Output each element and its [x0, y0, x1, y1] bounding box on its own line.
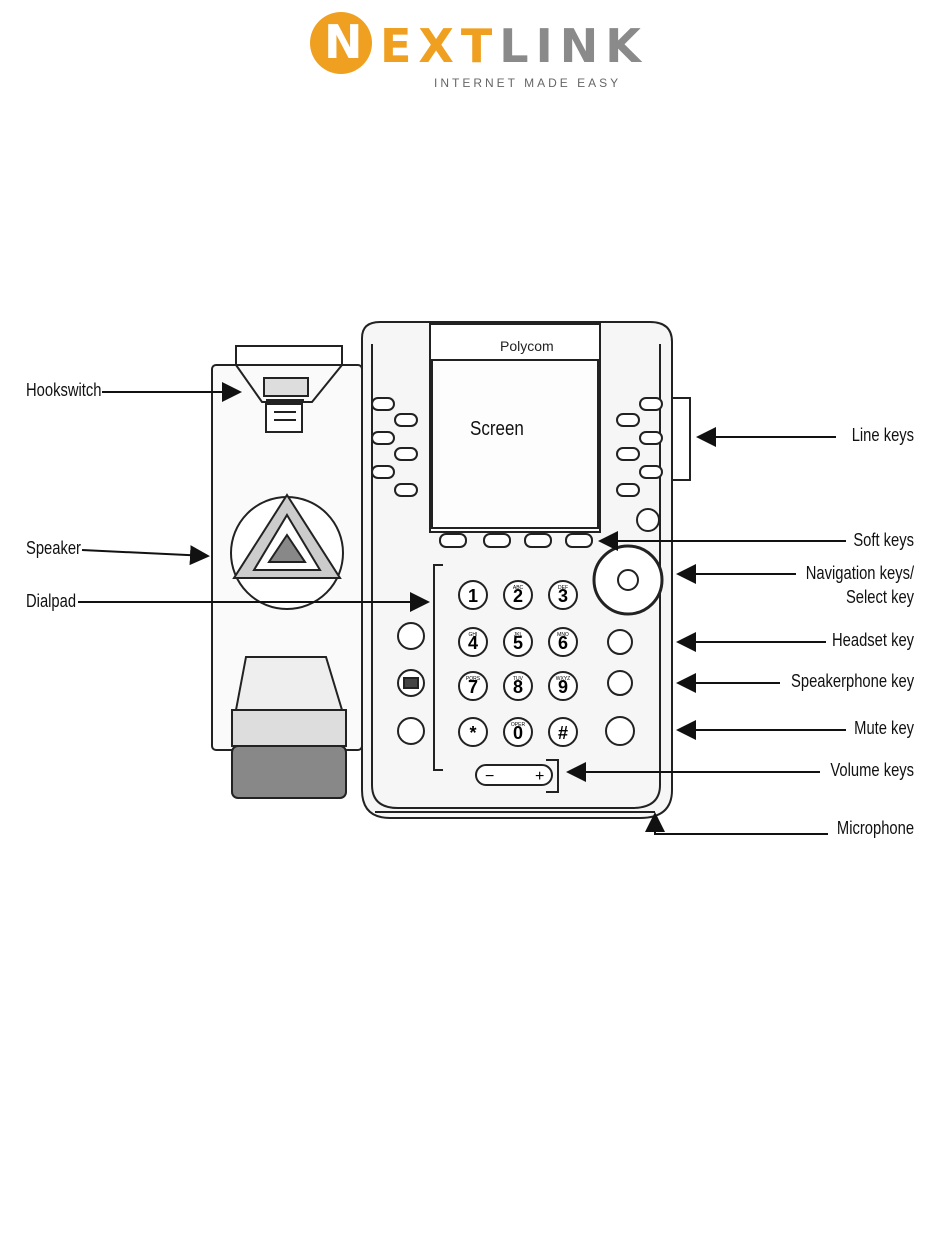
label-hookswitch: Hookswitch	[26, 380, 101, 401]
label-mute: Mute key	[854, 718, 914, 739]
home-key	[637, 509, 659, 531]
dialpad-letters: WXYZ	[556, 676, 570, 682]
navigation-keys	[594, 546, 662, 614]
function-keys-left	[398, 623, 424, 744]
dialpad-digit: *	[469, 723, 476, 743]
dialpad-letters: GHI	[469, 632, 478, 638]
label-line-keys: Line keys	[852, 425, 914, 446]
volume-plus: +	[535, 768, 544, 785]
line-keys-bracket	[672, 398, 690, 480]
label-headset: Headset key	[832, 630, 914, 651]
dialpad-digit: 1	[468, 586, 478, 606]
label-dialpad: Dialpad	[26, 591, 76, 612]
dialpad-letters: OPER	[511, 722, 526, 728]
phone-brand: Polycom	[500, 338, 554, 354]
label-soft-keys: Soft keys	[853, 530, 914, 551]
function-keys-right	[606, 630, 634, 745]
volume-minus: −	[485, 768, 494, 785]
screen-label: Screen	[470, 418, 524, 441]
dialpad-letters: ABC	[513, 585, 524, 591]
dialpad-letters: PQRS	[466, 676, 481, 682]
label-volume: Volume keys	[830, 760, 914, 781]
dialpad-letters: MNO	[557, 632, 569, 638]
label-microphone: Microphone	[837, 818, 914, 839]
handset	[212, 346, 362, 798]
dialpad-letters: TUV	[513, 676, 524, 682]
dialpad-letters: DEF	[558, 585, 568, 591]
label-navigation-line2: Select key	[846, 587, 914, 608]
label-speakerphone: Speakerphone key	[791, 671, 914, 692]
dialpad-digit: #	[558, 723, 568, 743]
label-navigation-line1: Navigation keys/	[806, 563, 914, 584]
dialpad-letters: JKL	[514, 632, 523, 638]
label-speaker: Speaker	[26, 538, 81, 559]
